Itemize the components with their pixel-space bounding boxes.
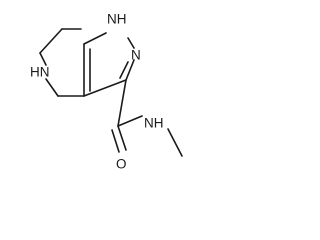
atom-label-nh-amide: NH <box>144 116 164 131</box>
chemical-structure-diagram: NH N HN NH O <box>30 12 183 172</box>
bond-ccarbonyl-namide <box>117 115 143 127</box>
bond-c3-c3a <box>83 79 127 97</box>
bond-n2-c3-double <box>119 61 129 79</box>
atom-label-o-carbonyl: O <box>116 157 127 172</box>
bond-namide-ch3 <box>167 128 183 157</box>
bond-n2-c3 <box>125 59 135 81</box>
bond-n5-c4 <box>45 78 59 97</box>
bond-c6-n5 <box>39 52 47 66</box>
bond-n1-n2 <box>127 37 135 49</box>
atom-label-nh-ring: HN <box>30 65 50 80</box>
bond-c7a-n1 <box>83 32 107 45</box>
atom-labels: NH N HN NH O <box>30 12 164 172</box>
atom-label-n-pyrazole: N <box>131 48 141 63</box>
bond-c7-c6 <box>39 28 63 54</box>
bond-ccarbonyl-o-double <box>111 129 120 153</box>
atom-label-nh-pyrazole: NH <box>107 12 127 27</box>
bond-lines <box>39 28 183 157</box>
bond-ccarbonyl-o <box>117 125 127 151</box>
bond-c3-ccarbonyl <box>117 79 127 127</box>
